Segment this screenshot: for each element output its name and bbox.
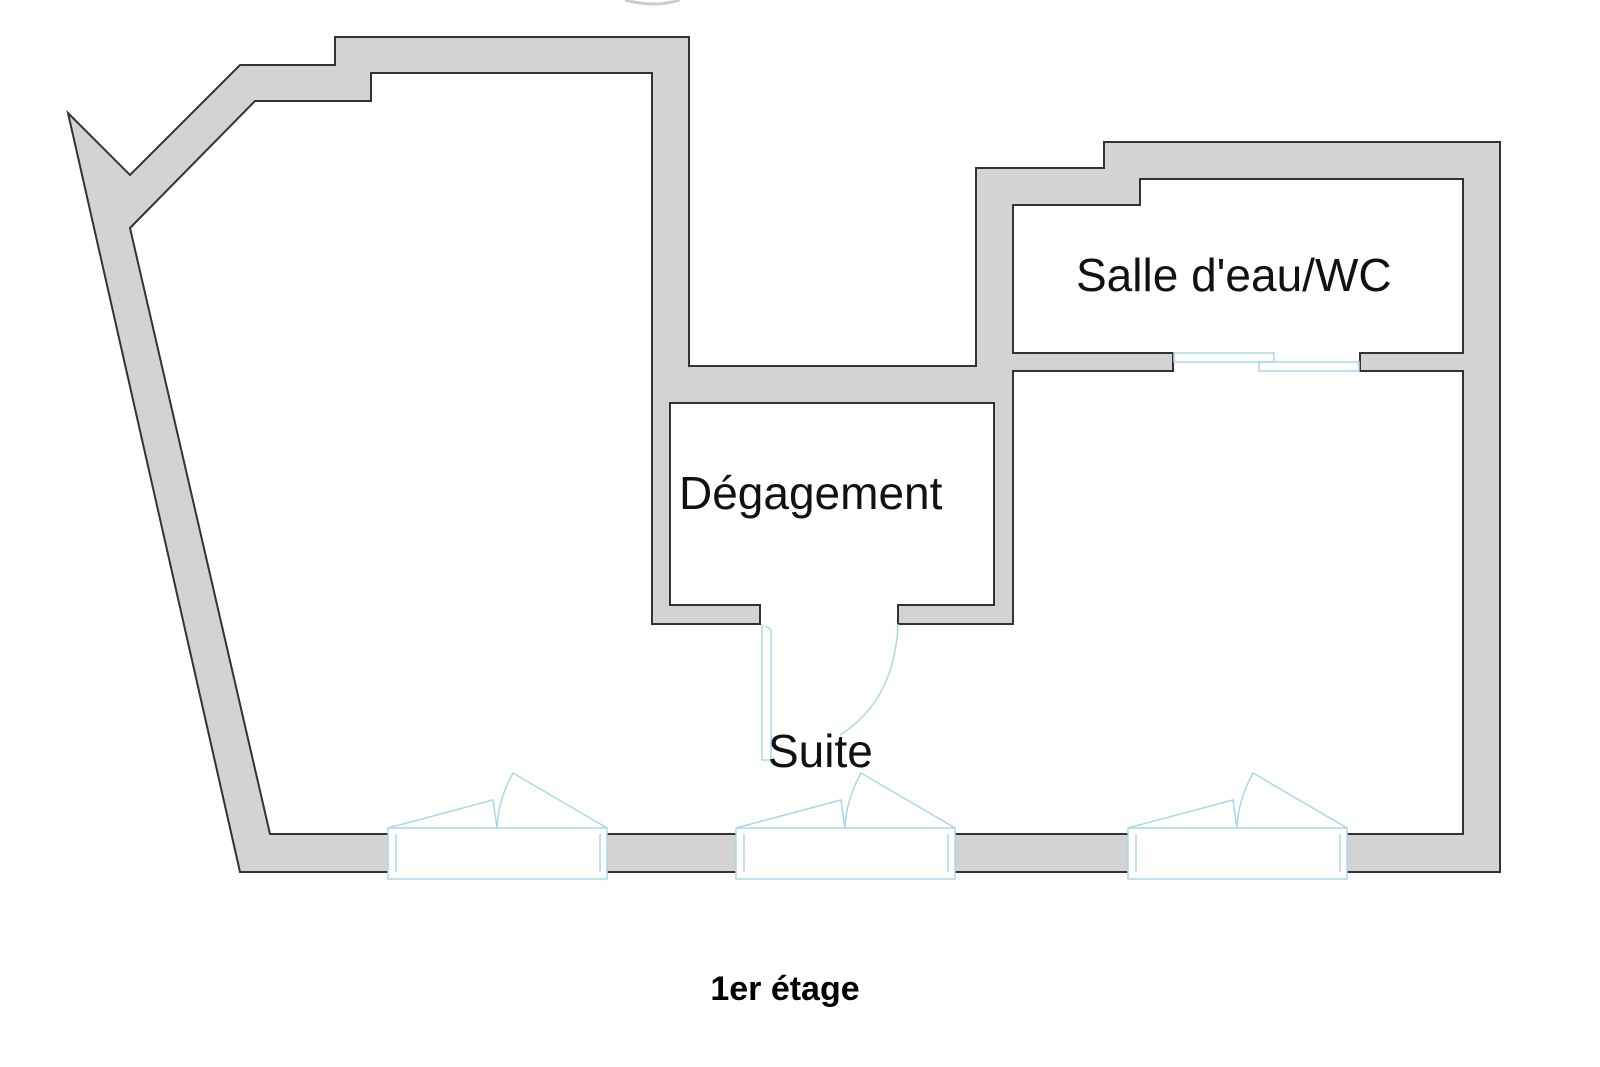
window-2 (735, 771, 956, 880)
door-wc (1173, 352, 1360, 372)
window-1 (387, 771, 608, 880)
room-floor (128, 72, 1464, 835)
floor-caption: 1er étage (710, 970, 860, 1008)
window-3 (1127, 771, 1348, 880)
room-label-salle-d-eau: Salle d'eau/WC (1076, 249, 1392, 301)
windows (387, 771, 1348, 880)
partial-object-top (624, 0, 681, 6)
room-label-degagement: Dégagement (679, 467, 943, 519)
door-degagement (761, 623, 899, 761)
room-label-suite: Suite (768, 725, 873, 777)
